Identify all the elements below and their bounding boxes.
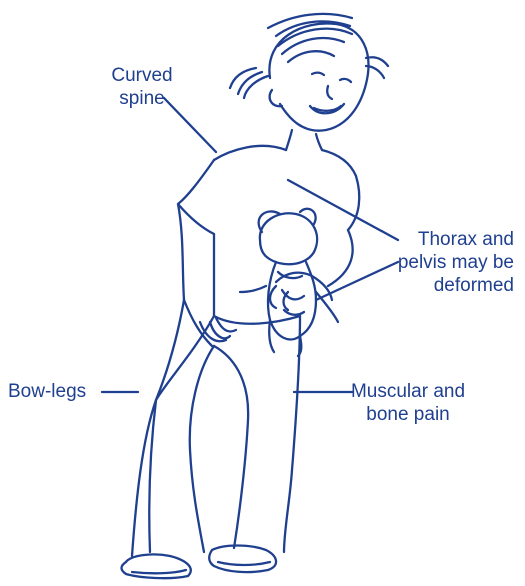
shoes bbox=[122, 546, 277, 579]
legs bbox=[132, 300, 300, 556]
curved-spine-line-1: Curved bbox=[102, 64, 182, 87]
muscular-pain-label: Muscular and bone pain bbox=[350, 380, 466, 426]
bow-legs-label: Bow-legs bbox=[8, 380, 86, 403]
holding-hand bbox=[270, 273, 332, 310]
curved-spine-line-2: spine bbox=[102, 87, 182, 110]
muscular-pain-line-1: Muscular and bbox=[350, 380, 466, 403]
teddy-bear bbox=[240, 209, 338, 356]
muscular-pain-line-2: bone pain bbox=[350, 403, 466, 426]
curved-spine-label: Curved spine bbox=[102, 64, 182, 110]
pointer-lines bbox=[102, 98, 398, 392]
thorax-pelvis-line-2: pelvis may be bbox=[396, 251, 514, 274]
head bbox=[230, 14, 388, 131]
thorax-pelvis-line-1: Thorax and bbox=[396, 228, 514, 251]
thorax-pelvis-pointer-2 bbox=[316, 262, 398, 300]
thorax-pelvis-label: Thorax and pelvis may be deformed bbox=[396, 228, 514, 297]
thorax-pelvis-line-3: deformed bbox=[396, 274, 514, 297]
bow-legs-line-1: Bow-legs bbox=[8, 380, 86, 403]
